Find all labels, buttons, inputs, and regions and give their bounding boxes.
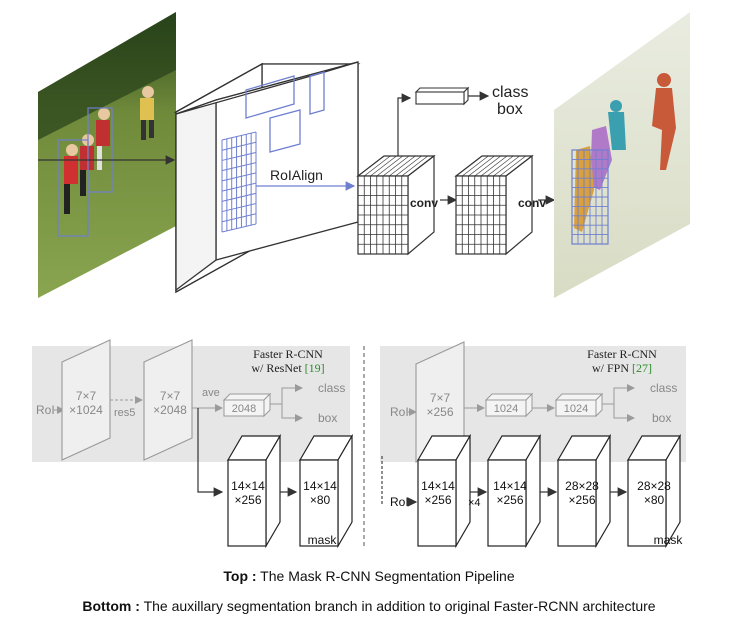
right-title-line2: w/ FPN [27] <box>592 361 652 375</box>
fc-head-box <box>414 86 470 106</box>
right-fc1-label: 1024 <box>494 403 518 415</box>
left-block2-line2: ×2048 <box>153 403 187 417</box>
left-box-label: box <box>318 411 337 425</box>
right-title-line1: Faster R-CNN <box>587 347 657 361</box>
roialign-label: RoIAlign <box>270 167 323 183</box>
conv-block-2-grid <box>455 155 533 255</box>
right-mask-block4 <box>626 433 682 549</box>
left-title-line2: w/ ResNet [19] <box>251 361 324 375</box>
left-block1-line1: 7×7 <box>76 389 97 403</box>
left-roi-label: RoI <box>36 403 55 417</box>
right-m3-line1: 28×28 <box>565 479 599 493</box>
left-mask-branch-arrow <box>197 408 224 497</box>
right-class-arrow <box>602 384 635 405</box>
left-mask-block1 <box>226 433 282 549</box>
caption-top: Top : The Mask R-CNN Segmentation Pipeli… <box>0 568 738 584</box>
caption-bottom-bold: Bottom : <box>82 598 140 614</box>
left-mask2-line2: ×80 <box>310 493 331 507</box>
left-block2-line1: 7×7 <box>160 389 181 403</box>
right-m4-line1: 28×28 <box>637 479 671 493</box>
right-box-label: box <box>652 411 671 425</box>
left-block1-line2: ×1024 <box>69 403 103 417</box>
roi-grid <box>221 131 257 233</box>
caption-top-bold: Top : <box>223 568 257 584</box>
left-class-label: class <box>318 381 345 395</box>
conv-block-1-grid <box>357 155 435 255</box>
left-mask-block2 <box>298 433 354 549</box>
right-x4-label: ×4 <box>468 497 481 509</box>
right-m3-line2: ×256 <box>568 493 595 507</box>
right-box-arrow <box>613 404 635 422</box>
right-fc1-box <box>484 392 534 418</box>
left-title-line2-prefix: w/ ResNet <box>251 361 304 375</box>
input-image <box>38 12 176 298</box>
conv2-label: conv <box>518 196 546 210</box>
left-fc-box <box>222 392 272 418</box>
right-fc2-label: 1024 <box>564 403 588 415</box>
left-fc-label: 2048 <box>232 403 256 415</box>
right-title-line2-prefix: w/ FPN <box>592 361 632 375</box>
left-mask2-line1: 14×14 <box>303 479 337 493</box>
right-roi-top-label: RoI <box>390 405 409 419</box>
right-mask-block1 <box>416 433 472 549</box>
right-fc2-box <box>554 392 604 418</box>
right-roi-bottom-label: RoI <box>390 495 409 509</box>
right-ref: [27] <box>632 361 652 375</box>
right-block-line2: ×256 <box>426 405 453 419</box>
conv1-label: conv <box>410 196 438 210</box>
right-mask-block3 <box>556 433 612 549</box>
left-ref: [19] <box>305 361 325 375</box>
caption-bottom: Bottom : The auxillary segmentation bran… <box>0 598 738 614</box>
right-mask-block2 <box>486 433 542 549</box>
right-m1-line2: ×256 <box>424 493 451 507</box>
right-m2-line2: ×256 <box>496 493 523 507</box>
left-block2 <box>143 339 193 461</box>
left-ave-label: ave <box>202 387 220 399</box>
left-res5-label: res5 <box>114 407 135 419</box>
arrow-to-class-box <box>397 93 412 156</box>
right-m1-line1: 14×14 <box>421 479 455 493</box>
left-mask1-line1: 14×14 <box>231 479 265 493</box>
box-output-label: box <box>497 101 523 118</box>
class-output-label: class <box>492 84 528 101</box>
right-m4-line2: ×80 <box>644 493 665 507</box>
left-box-arrow <box>281 404 303 422</box>
caption-top-text: The Mask R-CNN Segmentation Pipeline <box>256 568 515 584</box>
right-class-label: class <box>650 381 677 395</box>
left-class-arrow <box>270 384 303 405</box>
right-m2-line1: 14×14 <box>493 479 527 493</box>
caption-bottom-text: The auxillary segmentation branch in add… <box>139 598 656 614</box>
output-image <box>554 12 690 298</box>
left-title-line1: Faster R-CNN <box>253 347 323 361</box>
right-mask-label: mask <box>654 533 684 547</box>
left-mask1-line2: ×256 <box>234 493 261 507</box>
left-mask-label: mask <box>308 533 338 547</box>
right-block-line1: 7×7 <box>430 391 451 405</box>
left-block1 <box>61 339 111 461</box>
